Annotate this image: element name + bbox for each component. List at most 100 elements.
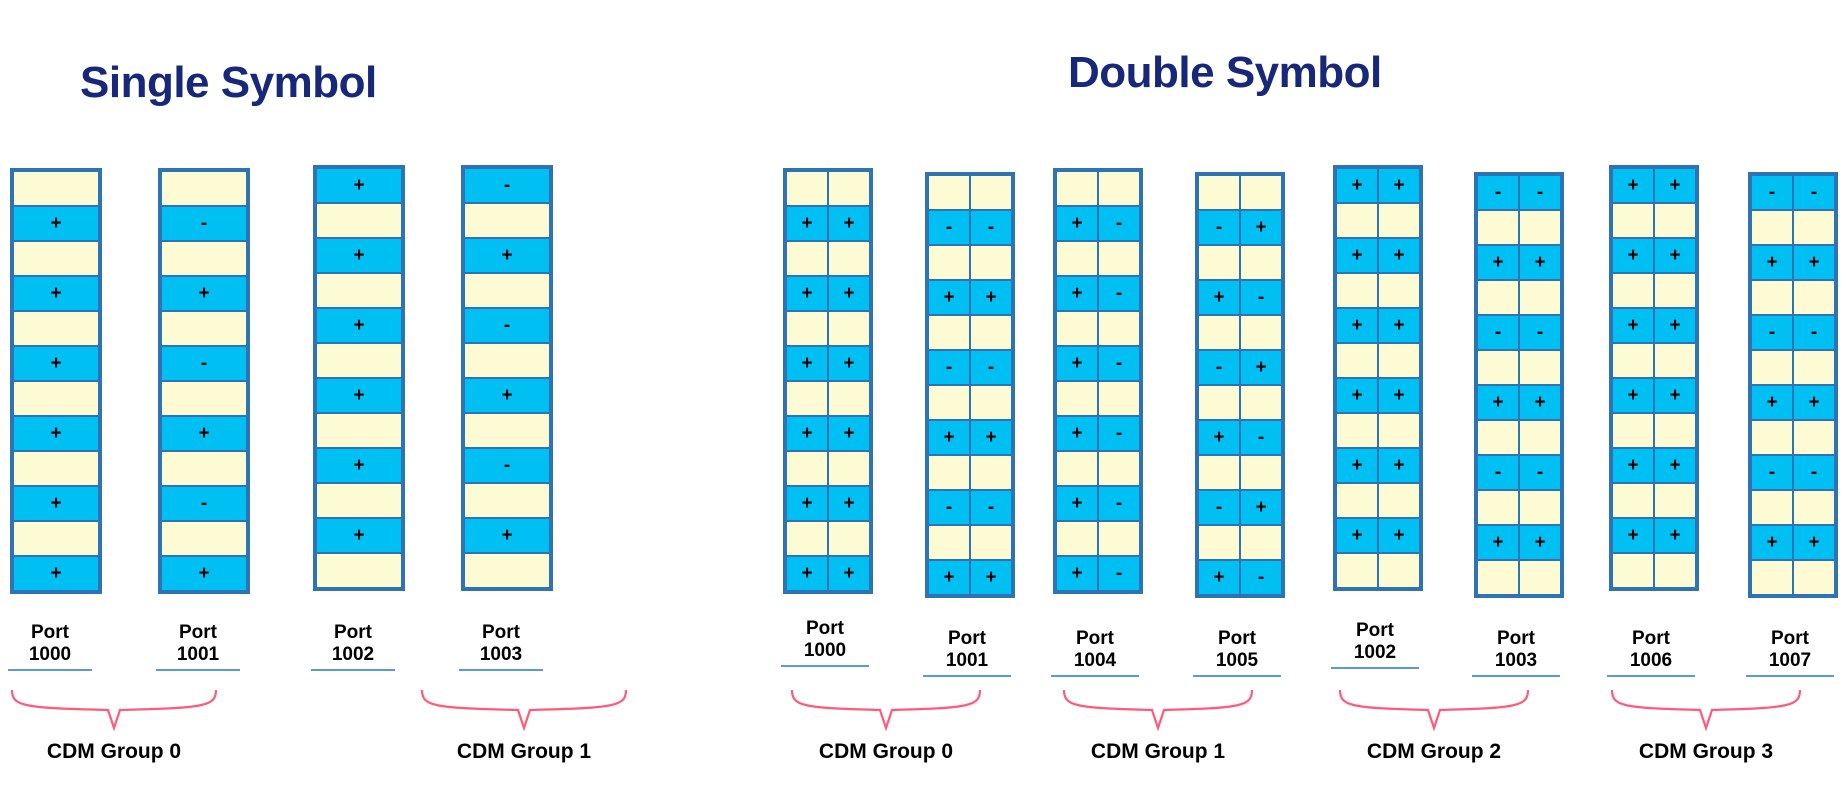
port-label-line1: Port <box>31 622 69 643</box>
resource-row <box>14 382 98 415</box>
resource-row: -+ <box>1199 491 1281 524</box>
resource-element-empty <box>1794 491 1834 524</box>
resource-element-symbol: + <box>1057 417 1097 450</box>
resource-element-empty <box>1057 452 1097 485</box>
resource-element-symbol: - <box>971 491 1011 524</box>
resource-row <box>162 172 246 205</box>
resource-element-empty <box>1613 344 1653 377</box>
resource-element-symbol: + <box>1379 449 1419 482</box>
resource-element-symbol: + <box>787 487 827 520</box>
resource-element-empty <box>162 382 246 415</box>
port-column-1000[interactable]: ++++++++++++ <box>783 168 873 594</box>
resource-element-empty <box>1057 382 1097 415</box>
resource-element-symbol: + <box>1655 519 1695 552</box>
resource-element-empty <box>1520 491 1560 524</box>
port-label-line2: 1000 <box>28 644 72 666</box>
port-column-1002[interactable]: ++++++++++++ <box>1333 165 1423 591</box>
resource-element-empty <box>1199 246 1239 279</box>
resource-element-symbol: + <box>929 561 969 594</box>
single-cdm-group-1-bracket <box>420 688 628 737</box>
port-column-1001[interactable]: -+-+-+ <box>158 168 250 594</box>
resource-element-empty <box>1655 204 1695 237</box>
resource-element-empty <box>829 382 869 415</box>
resource-row: ++ <box>1337 519 1419 552</box>
port-column-1007[interactable]: --++--++--++ <box>1748 172 1838 598</box>
resource-row: + <box>14 487 98 520</box>
single-cdm-group-0-bracket <box>10 688 218 737</box>
resource-row: + <box>317 309 401 342</box>
resource-row <box>317 554 401 587</box>
resource-element-symbol: + <box>829 207 869 240</box>
resource-element-symbol: - <box>1099 557 1139 590</box>
resource-element-symbol: + <box>1655 309 1695 342</box>
port-column-1004[interactable]: +-+-+-+-+-+- <box>1053 168 1143 594</box>
resource-element-empty <box>1478 281 1518 314</box>
resource-element-empty <box>14 312 98 345</box>
resource-element-symbol: + <box>1520 526 1560 559</box>
resource-row: -- <box>1752 316 1834 349</box>
resource-row: ++ <box>929 561 1011 594</box>
resource-element-symbol: - <box>1478 316 1518 349</box>
port-label-line1: Port <box>948 628 986 649</box>
resource-element-symbol: + <box>1613 239 1653 272</box>
resource-row <box>1199 456 1281 489</box>
resource-row <box>465 344 549 377</box>
resource-grid-1002: ++++++++++++ <box>1333 165 1423 591</box>
resource-row <box>787 522 869 555</box>
resource-element-empty <box>1655 484 1695 517</box>
port-column-1000[interactable]: ++++++ <box>10 168 102 594</box>
resource-element-symbol: - <box>465 309 549 342</box>
resource-element-empty <box>1520 561 1560 594</box>
port-column-1005[interactable]: -++--++--++- <box>1195 172 1285 598</box>
resource-row: ++ <box>1478 246 1560 279</box>
resource-element-empty <box>1099 522 1139 555</box>
resource-element-empty <box>1794 421 1834 454</box>
resource-element-symbol: + <box>1478 386 1518 419</box>
resource-element-symbol: + <box>1199 421 1239 454</box>
resource-element-symbol: + <box>1057 277 1097 310</box>
resource-element-empty <box>971 246 1011 279</box>
resource-element-symbol: + <box>1379 239 1419 272</box>
resource-row <box>929 386 1011 419</box>
resource-row: ++ <box>1613 379 1695 412</box>
port-column-1003[interactable]: -+-+-+ <box>461 165 553 591</box>
resource-element-empty <box>1613 484 1653 517</box>
resource-element-symbol: - <box>1099 417 1139 450</box>
resource-element-symbol: + <box>1655 239 1695 272</box>
resource-row: + <box>14 557 98 590</box>
resource-element-empty <box>1379 274 1419 307</box>
resource-row: -- <box>1752 176 1834 209</box>
resource-element-symbol: + <box>14 487 98 520</box>
port-column-1003[interactable]: --++--++--++ <box>1474 172 1564 598</box>
resource-element-symbol: + <box>1794 246 1834 279</box>
port-column-1006[interactable]: ++++++++++++ <box>1609 165 1699 591</box>
resource-element-empty <box>929 386 969 419</box>
resource-row <box>162 382 246 415</box>
resource-element-symbol: + <box>317 379 401 412</box>
double-cdm-group-3-label: CDM Group 3 <box>1638 740 1774 763</box>
resource-row <box>929 176 1011 209</box>
resource-element-empty <box>1613 554 1653 587</box>
resource-row <box>1337 484 1419 517</box>
resource-row <box>929 526 1011 559</box>
resource-element-empty <box>787 172 827 205</box>
resource-grid-1000: ++++++++++++ <box>783 168 873 594</box>
port-label-line2: 1003 <box>1494 650 1538 672</box>
resource-element-symbol: + <box>1337 309 1377 342</box>
resource-element-empty <box>1613 204 1653 237</box>
resource-row <box>317 344 401 377</box>
resource-row <box>1337 414 1419 447</box>
resource-element-symbol: + <box>1613 169 1653 202</box>
resource-element-empty <box>787 522 827 555</box>
resource-element-empty <box>317 204 401 237</box>
single-cdm-group-0-label: CDM Group 0 <box>46 740 182 763</box>
resource-row <box>787 452 869 485</box>
resource-row: +- <box>1199 561 1281 594</box>
resource-row: -- <box>1478 456 1560 489</box>
port-column-1002[interactable]: ++++++ <box>313 165 405 591</box>
resource-row: -- <box>929 211 1011 244</box>
port-column-1001[interactable]: --++--++--++ <box>925 172 1015 598</box>
